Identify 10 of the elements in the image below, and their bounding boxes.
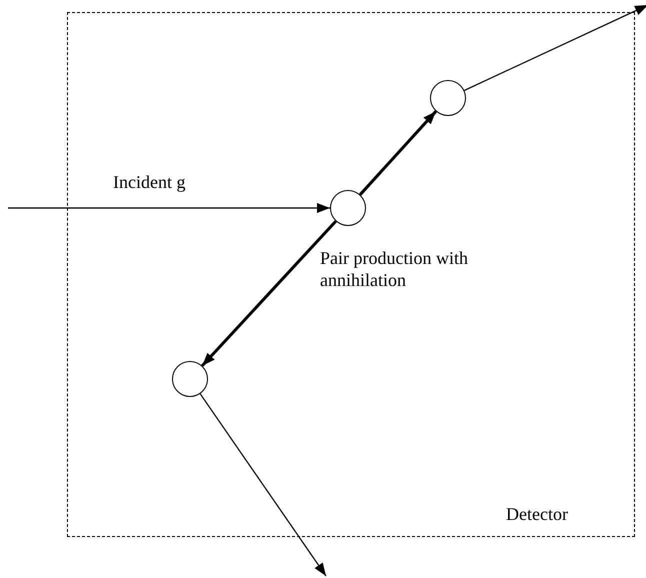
- arrow: [464, 4, 646, 91]
- interaction-circle: [430, 80, 466, 116]
- arrow: [201, 220, 337, 367]
- detector-label: Detector: [506, 503, 568, 525]
- process-note: Pair production with annihilation: [320, 247, 469, 291]
- interaction-circle: [172, 360, 208, 396]
- arrow: [8, 203, 330, 213]
- interaction-circle: [330, 190, 366, 226]
- arrow: [200, 393, 326, 576]
- arrow: [359, 110, 437, 196]
